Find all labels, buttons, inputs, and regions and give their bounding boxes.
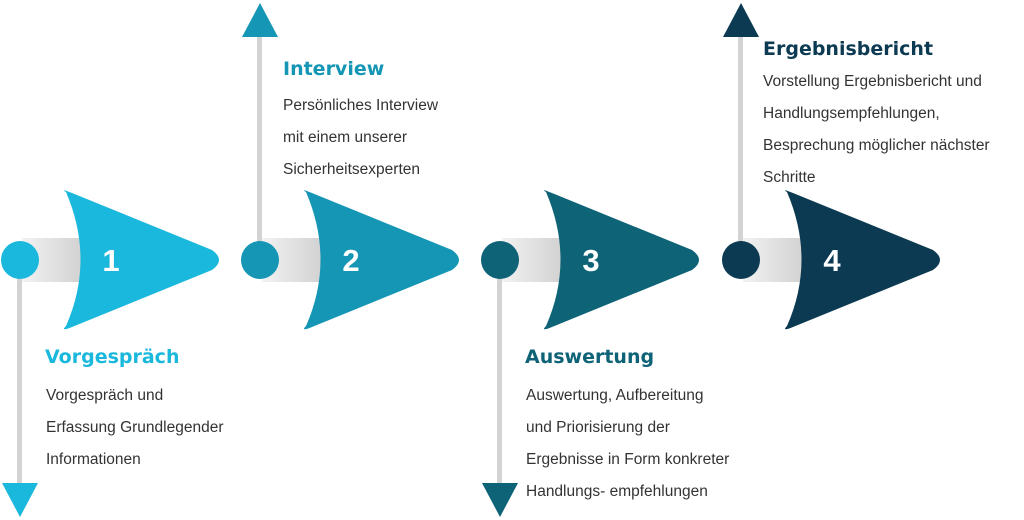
step-3-description: Auswertung, Aufbereitung und Priorisieru… — [526, 380, 729, 508]
step-4-chevron-arrow-icon — [785, 190, 940, 330]
step-3-description-line: Ergebnisse in Form konkreter — [526, 451, 730, 468]
step-1-pointer-arrow-down-icon — [2, 483, 38, 517]
step-1-connector-line — [17, 262, 22, 497]
step-2-node-dot — [241, 241, 279, 279]
step-4-description: Vorstellung Ergebnisbericht und Handlung… — [763, 66, 990, 194]
step-2-connector-line — [257, 25, 262, 260]
step-4: 4 — [722, 3, 940, 330]
step-3-chevron-arrow-icon — [544, 190, 699, 330]
step-1-description-line: Informationen — [46, 451, 141, 468]
step-3-node-dot — [481, 241, 519, 279]
step-1-node-dot — [1, 241, 39, 279]
step-3-number: 3 — [582, 243, 599, 278]
step-1-description: Vorgespräch und Erfassung Grundlegender … — [46, 380, 224, 476]
step-4-description-line: Handlungsempfehlungen, — [763, 105, 940, 122]
step-1-chevron-arrow-icon — [64, 190, 219, 330]
step-2-description-line: Persönliches Interview — [283, 97, 439, 114]
step-1-title: Vorgespräch — [45, 346, 180, 368]
step-3-title: Auswertung — [525, 346, 655, 368]
step-2-number: 2 — [342, 243, 359, 278]
step-4-description-line: Besprechung möglicher nächster — [763, 137, 990, 154]
step-4-pointer-arrow-up-icon — [723, 3, 759, 37]
step-3-description-line: und Priorisierung der — [526, 419, 670, 436]
step-3-pointer-arrow-down-icon — [482, 483, 518, 517]
step-1-description-line: Erfassung Grundlegender — [46, 419, 224, 436]
step-3-description-line: Auswertung, Aufbereitung — [526, 387, 704, 404]
step-3-connector-line — [497, 262, 502, 497]
step-2-chevron-arrow-icon — [304, 190, 459, 330]
step-3: 3 — [481, 190, 699, 517]
step-4-title: Ergebnisbericht — [763, 38, 934, 60]
step-4-number: 4 — [823, 243, 841, 278]
step-2-description: Persönliches Interview mit einem unserer… — [283, 90, 438, 186]
step-2-title: Interview — [283, 58, 385, 80]
step-4-node-dot — [722, 241, 760, 279]
step-2-description-line: mit einem unserer — [283, 129, 408, 146]
step-4-connector-line — [738, 25, 743, 260]
step-1: 1 — [1, 190, 219, 517]
step-4-description-line: Vorstellung Ergebnisbericht und — [763, 73, 982, 90]
step-4-description-line: Schritte — [763, 169, 816, 186]
step-1-description-line: Vorgespräch und — [46, 387, 164, 404]
step-2-description-line: Sicherheitsexperten — [283, 161, 420, 178]
step-2: 2 — [241, 3, 459, 330]
step-2-pointer-arrow-up-icon — [242, 3, 278, 37]
step-1-number: 1 — [102, 243, 119, 278]
step-3-description-line: Handlungs- empfehlungen — [526, 483, 708, 500]
